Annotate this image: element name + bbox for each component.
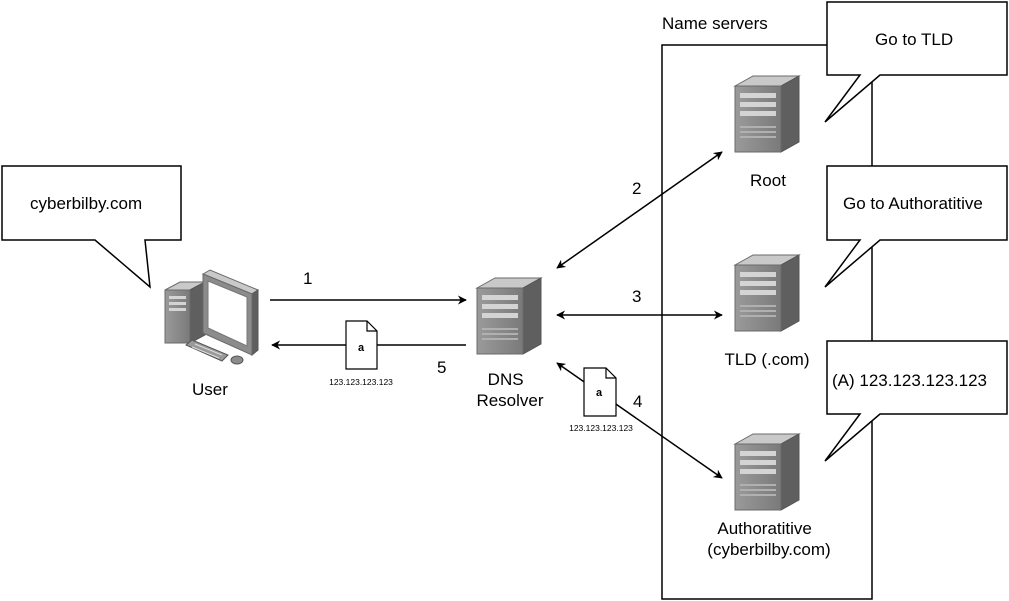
step-label-5: 5 xyxy=(437,358,446,377)
tld-label: TLD (.com) xyxy=(725,350,810,369)
dns-record-letter: a xyxy=(596,387,603,399)
dns-record-icon: a xyxy=(583,367,617,417)
resolver-label: DNS Resolver xyxy=(476,370,543,410)
root-label: Root xyxy=(750,171,786,190)
authoritative-label-line2: (cyberbilby.com) xyxy=(707,540,830,559)
arrow-step-4 xyxy=(556,362,723,479)
dns-record-icon: a xyxy=(345,320,378,370)
authoritative-server-icon xyxy=(734,433,800,511)
step-label-3: 3 xyxy=(632,287,641,306)
callout-auth-reply-text: (A) 123.123.123.123 xyxy=(832,371,987,390)
user-label: User xyxy=(192,380,228,399)
dns-record-ip: 123.123.123.123 xyxy=(329,377,393,387)
callout-root-reply-text: Go to TLD xyxy=(875,30,953,49)
resolver-server-icon xyxy=(476,277,542,355)
root-server-icon xyxy=(734,75,800,153)
name-servers-box xyxy=(661,44,873,600)
callout-auth-reply: (A) 123.123.123.123 xyxy=(824,340,1008,462)
callout-tld-reply: Go to Authoratitive xyxy=(824,165,1008,288)
callout-query-text: cyberbilby.com xyxy=(30,194,142,213)
dns-record-letter: a xyxy=(358,342,365,354)
resolver-label-line2: Resolver xyxy=(476,391,543,410)
step-label-1: 1 xyxy=(303,269,312,288)
callout-tld-reply-text: Go to Authoratitive xyxy=(843,194,983,213)
step-label-4: 4 xyxy=(633,392,642,411)
callout-query: cyberbilby.com xyxy=(1,165,182,289)
name-servers-label: Name servers xyxy=(662,14,768,33)
tld-server-icon xyxy=(734,254,800,332)
user-computer-icon xyxy=(164,269,260,365)
authoritative-label-line1: Authoratitive xyxy=(717,519,812,538)
resolver-label-line1: DNS xyxy=(488,370,524,389)
arrow-step-2 xyxy=(556,151,723,269)
callout-root-reply: Go to TLD xyxy=(824,1,1008,123)
authoritative-label: Authoratitive (cyberbilby.com) xyxy=(707,519,830,559)
step-label-2: 2 xyxy=(632,179,641,198)
dns-record-ip: 123.123.123.123 xyxy=(569,423,633,433)
